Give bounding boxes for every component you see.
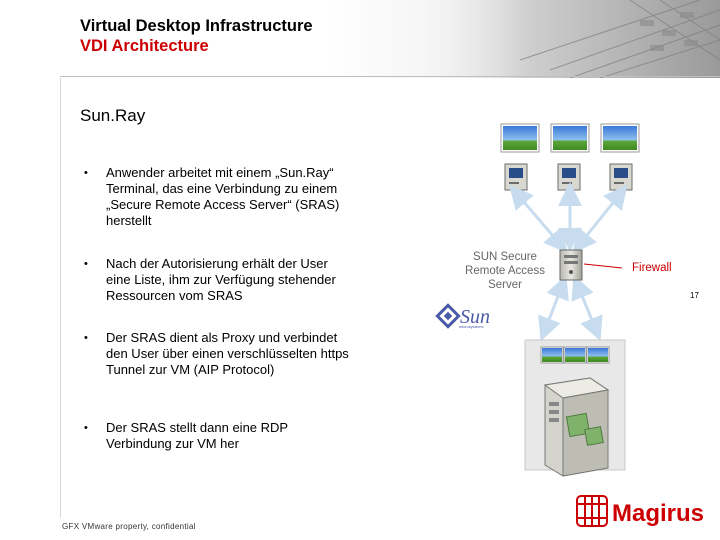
- sunray-terminal-icon: [557, 163, 581, 191]
- firewall-label: Firewall: [632, 262, 672, 274]
- bullet-text: Nach der Autorisierung erhält der User e…: [106, 256, 336, 303]
- sun-microsystems-logo: Sun microsystems: [435, 303, 490, 329]
- firewall-line: [583, 263, 623, 269]
- slide-subtitle: VDI Architecture: [80, 37, 209, 55]
- header-divider: [60, 76, 720, 77]
- bullet-dot: •: [84, 167, 88, 179]
- vm-desktop-icon: [586, 346, 610, 364]
- vm-server-tower-icon: [543, 377, 610, 477]
- bullet-dot: •: [84, 332, 88, 344]
- bullet-text: Der SRAS dient als Proxy und verbindet d…: [106, 330, 349, 377]
- bullet-text: Anwender arbeitet mit einem „Sun.Ray“ Te…: [106, 165, 340, 228]
- left-margin-rule: [60, 78, 61, 518]
- header-server-rack-image: [400, 0, 720, 78]
- sras-server-icon: [559, 249, 583, 281]
- desktop-screen-icon: [550, 123, 590, 153]
- page-number: 17: [690, 291, 699, 300]
- bullet-dot: •: [84, 422, 88, 434]
- desktop-screen-icon: [600, 123, 640, 153]
- vm-desktop-icon: [540, 346, 564, 364]
- bullet-text: Der SRAS stellt dann eine RDP Verbindung…: [106, 420, 288, 451]
- bullet-dot: •: [84, 258, 88, 270]
- connection-arrows: [509, 182, 628, 342]
- sunray-terminal-icon: [609, 163, 633, 191]
- footer-note: GFX VMware property, confidential: [62, 522, 196, 531]
- vm-desktop-icon: [563, 346, 587, 364]
- sun-logo-subtext: microsystems: [459, 324, 483, 329]
- sun-logo-text: Sun: [460, 306, 490, 328]
- header-band: Virtual Desktop Infrastructure VDI Archi…: [0, 0, 720, 78]
- magirus-logo: Magirus: [576, 495, 704, 527]
- sras-label: SUN Secure Remote Access Server: [465, 251, 545, 291]
- sunray-terminal-icon: [504, 163, 528, 191]
- desktop-screen-icon: [500, 123, 540, 153]
- section-title: Sun.Ray: [80, 106, 146, 125]
- magirus-logo-text: Magirus: [612, 500, 704, 527]
- slide-title: Virtual Desktop Infrastructure: [80, 17, 313, 35]
